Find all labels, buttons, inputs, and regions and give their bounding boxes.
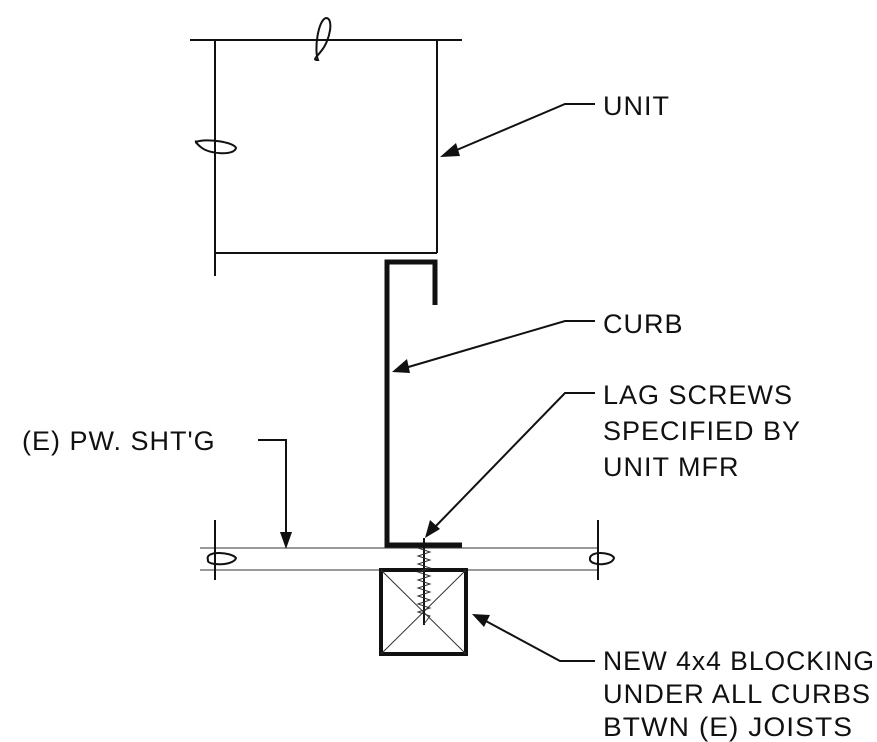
leader-unit (440, 103, 595, 157)
break-symbol-sheathing-left (206, 552, 238, 566)
label-lag-line1: LAG SCREWS (603, 380, 793, 410)
label-lag-line3: UNIT MFR (603, 452, 740, 482)
leader-lag-screws (425, 392, 595, 538)
leader-sheathing (258, 439, 292, 549)
leader-curb (392, 320, 595, 373)
curb-profile (384, 259, 462, 548)
leader-blocking (472, 614, 595, 662)
break-symbol-sheathing-right (589, 552, 616, 566)
break-symbol-left (194, 139, 238, 155)
label-blocking-line2: UNDER ALL CURBS (603, 679, 871, 709)
label-blocking-line1: NEW 4x4 BLOCKING (603, 646, 875, 676)
label-curb: CURB (603, 309, 684, 339)
break-symbol-top (314, 16, 332, 62)
label-lag-line2: SPECIFIED BY (603, 416, 801, 446)
unit-box (190, 16, 462, 276)
lag-screw (416, 538, 432, 625)
label-sheathing: (E) PW. SHT'G (22, 426, 216, 456)
label-blocking-line3: BTWN (E) JOISTS (603, 712, 853, 742)
label-unit: UNIT (603, 91, 670, 121)
